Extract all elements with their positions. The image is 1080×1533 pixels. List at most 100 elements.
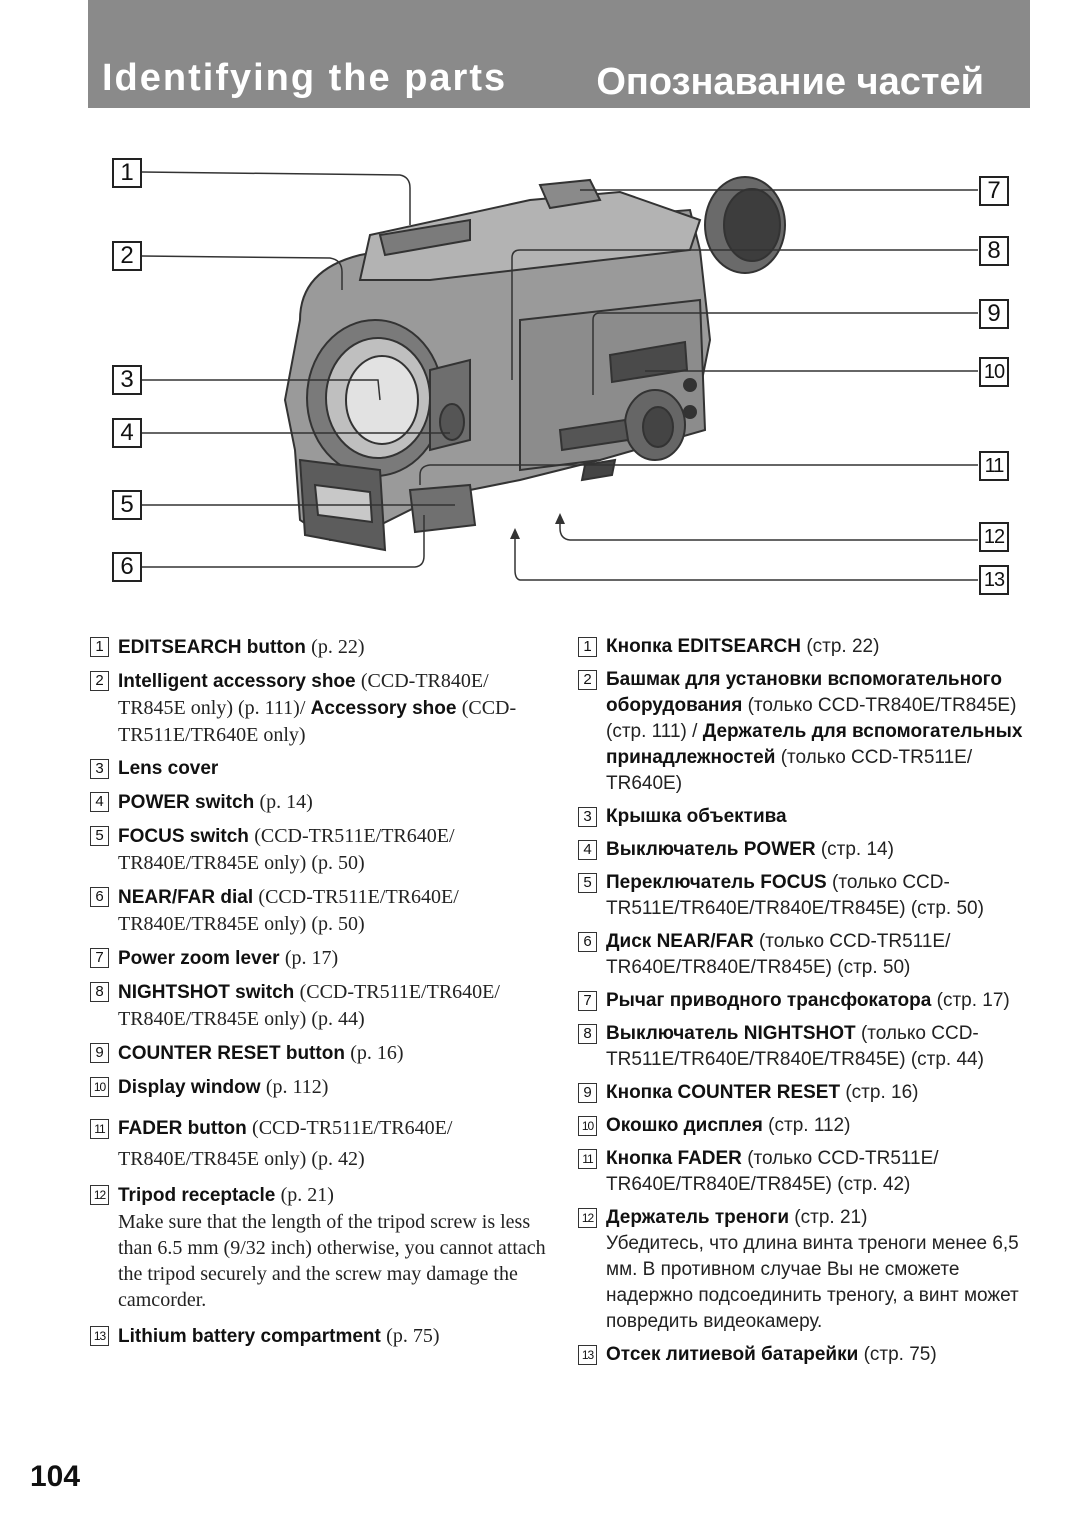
item-reference-alt: (CCD-TR511E/TR640E only) [118,697,517,746]
item-reference: (только CCD-TR511E/TR640E/TR840E/TR845E)… [606,1023,984,1070]
item-name: Окошко дисплея [606,1115,763,1136]
item-name: EDITSEARCH button [118,637,306,658]
item-number: 10 [578,1116,597,1136]
item-name: NIGHTSHOT switch [118,982,295,1003]
header-title-en: Identifying the parts [102,57,508,99]
item-reference-alt: (только CCD-TR511E/ TR640E) [606,747,973,794]
callout-5: 5 [112,490,142,520]
list-item: 6 NEAR/FAR dial (CCD-TR511E/TR640E/ TR84… [90,884,546,938]
callout-11: 11 [979,451,1009,481]
callout-13: 13 [979,565,1009,595]
item-name: Lithium battery compartment [118,1326,381,1347]
list-item: 1 Кнопка EDITSEARCH (стр. 22) [578,634,1038,660]
callout-8: 8 [979,236,1009,266]
item-number: 4 [578,840,597,860]
list-item: 10 Окошко дисплея (стр. 112) [578,1113,1038,1139]
camcorder-figure: 1 2 3 4 5 6 7 8 9 10 11 12 13 [0,130,1080,610]
item-name: Кнопка FADER [606,1148,742,1169]
item-number: 5 [578,873,597,893]
item-reference: (стр. 21) [794,1207,868,1228]
item-reference: (CCD-TR511E/TR640E/ TR840E/TR845E only) … [118,1117,453,1170]
list-item: 3 Крышка объектива [578,804,1038,830]
item-reference: (p. 17) [284,947,339,969]
page-header: Identifying the parts Опознавание частей [88,0,1030,108]
item-name-alt: Держатель для вспомогательных принадлежн… [606,721,1023,768]
item-number: 9 [90,1043,109,1063]
item-number: 11 [578,1149,597,1169]
item-name: Кнопка COUNTER RESET [606,1082,841,1103]
callout-2: 2 [112,241,142,271]
item-number: 1 [578,637,597,657]
item-reference: (p. 112) [265,1076,329,1098]
item-number: 8 [578,1024,597,1044]
item-name: POWER switch [118,792,255,813]
list-item: 12 Tripod receptacle (p. 21) Make sure t… [90,1182,546,1313]
item-reference: (CCD-TR511E/TR640E/ TR840E/TR845E only) … [118,981,500,1030]
item-number: 10 [90,1077,109,1097]
list-item: 8 Выключатель NIGHTSHOT (только CCD-TR51… [578,1021,1038,1073]
item-name: Выключатель POWER [606,839,816,860]
item-name: Башмак для установки вспомогательного об… [606,669,1002,716]
list-item: 2 Intelligent accessory shoe (CCD-TR840E… [90,668,546,749]
list-item: 11 Кнопка FADER (только CCD-TR511E/ TR64… [578,1146,1038,1198]
item-number: 6 [90,887,109,907]
item-reference: (CCD-TR511E/TR640E/ TR840E/TR845E only) … [118,886,459,935]
item-reference: (стр. 112) [768,1115,851,1136]
list-item: 4 POWER switch (p. 14) [90,789,546,816]
item-name: COUNTER RESET button [118,1043,345,1064]
callout-3: 3 [112,365,142,395]
item-name: Кнопка EDITSEARCH [606,636,802,657]
item-reference: (только CCD-TR511E/ TR640E/TR840E/TR845E… [606,931,951,978]
parts-list-english: 1 EDITSEARCH button (p. 22) 2 Intelligen… [90,634,546,1357]
callout-9: 9 [979,299,1009,329]
item-number: 3 [90,759,109,779]
item-number: 8 [90,982,109,1002]
item-reference: (p. 22) [311,636,365,658]
item-reference: (только CCD-TR840E/TR845E) (стр. 111) / [606,695,1017,742]
list-item: 10 Display window (p. 112) [90,1074,546,1101]
item-number: 2 [90,671,109,691]
list-item: 2 Башмак для установки вспомогательного … [578,667,1038,797]
item-name-alt: Accessory shoe [310,698,457,719]
item-number: 11 [90,1119,109,1139]
list-item: 11 FADER button (CCD-TR511E/TR640E/ TR84… [90,1113,546,1175]
page-number: 104 [30,1460,81,1493]
item-reference: (стр. 17) [936,990,1010,1011]
leader-lines [141,171,978,581]
item-number: 3 [578,807,597,827]
item-name: NEAR/FAR dial [118,887,254,908]
item-reference: (стр. 75) [863,1344,937,1365]
item-reference: (p. 75) [386,1325,440,1347]
leader-arrowheads [510,513,565,539]
item-name: Display window [118,1077,261,1098]
item-name: Отсек литиевой батарейки [606,1344,859,1365]
header-title-ru: Опознавание частей [596,61,984,103]
callout-10: 10 [979,357,1009,387]
item-reference: (стр. 16) [845,1082,919,1103]
item-number: 2 [578,670,597,690]
item-reference: (p. 21) [280,1184,334,1206]
item-number: 4 [90,792,109,812]
callout-1: 1 [112,158,142,188]
item-name: Диск NEAR/FAR [606,931,754,952]
item-reference: (CCD-TR840E/ TR845E only) (p. 111)/ [118,670,489,719]
parts-list-russian: 1 Кнопка EDITSEARCH (стр. 22) 2 Башмак д… [578,634,1038,1375]
item-name: FADER button [118,1118,247,1139]
item-name: FOCUS switch [118,826,249,847]
item-name: Крышка объектива [606,806,787,827]
item-reference: (только CCD-TR511E/ TR640E/TR840E/TR845E… [606,1148,939,1195]
list-item: 3 Lens cover [90,756,546,782]
item-note: Make sure that the length of the tripod … [118,1211,546,1311]
item-number: 12 [578,1208,597,1228]
item-note: Убедитесь, что длина винта треноги менее… [606,1233,1019,1332]
list-item: 9 COUNTER RESET button (p. 16) [90,1040,546,1067]
item-name: Рычаг приводного трансфокатора [606,990,932,1011]
callout-7: 7 [979,176,1009,206]
list-item: 7 Power zoom lever (p. 17) [90,945,546,972]
list-item: 13 Отсек литиевой батарейки (стр. 75) [578,1342,1038,1368]
item-name: Lens cover [118,758,219,779]
callout-4: 4 [112,418,142,448]
item-reference: (стр. 22) [806,636,880,657]
list-item: 6 Диск NEAR/FAR (только CCD-TR511E/ TR64… [578,929,1038,981]
item-number: 9 [578,1083,597,1103]
